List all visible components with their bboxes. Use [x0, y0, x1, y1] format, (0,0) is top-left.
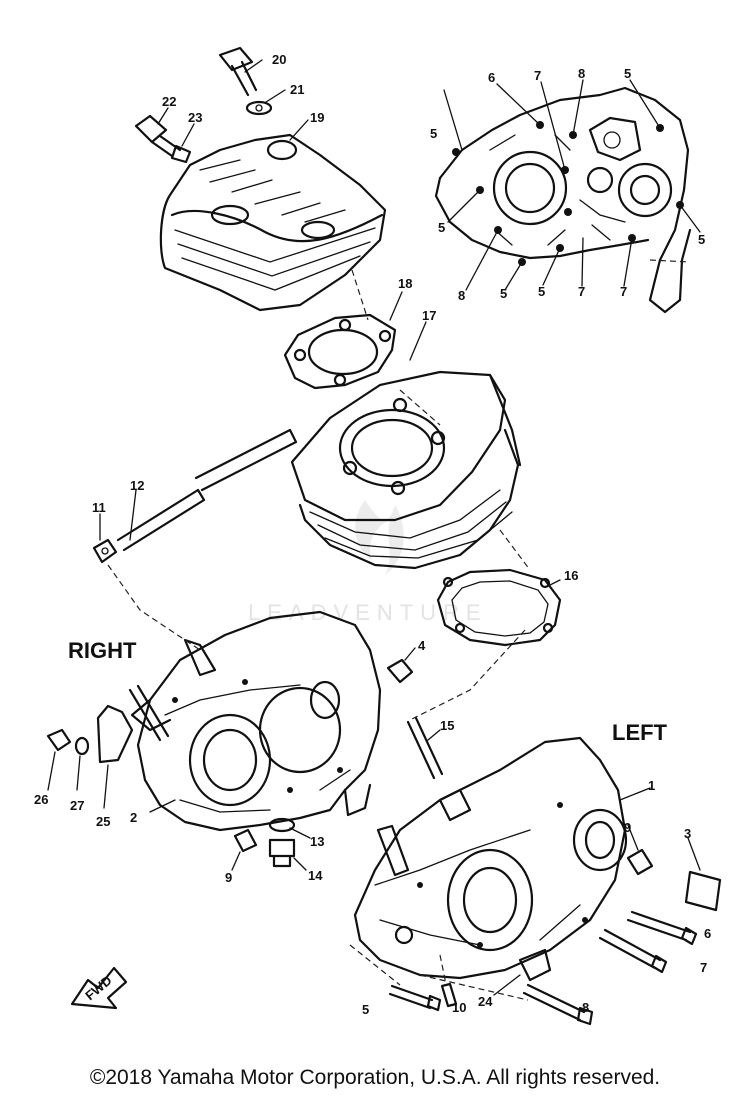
callout-14: 14	[308, 868, 323, 883]
callout-5-inner-a: 5	[430, 126, 437, 141]
callout-5-inner-f: 5	[538, 284, 545, 299]
callout-7-inner-a: 7	[534, 68, 541, 83]
callout-16: 16	[564, 568, 578, 583]
right-crankcase	[128, 610, 382, 832]
callout-27: 27	[70, 798, 84, 813]
callout-6-inner: 6	[488, 70, 495, 85]
left-side-small-parts	[388, 848, 722, 1026]
callout-7-inner-c: 7	[620, 284, 627, 299]
callout-20: 20	[272, 52, 286, 67]
crankcase-bore	[492, 150, 568, 226]
right-side-label: RIGHT	[68, 638, 137, 663]
bolt-8	[522, 983, 594, 1026]
callout-6-left: 6	[704, 926, 711, 941]
drain-plug-14	[268, 838, 296, 868]
callout-19: 19	[310, 110, 324, 125]
cover-3	[684, 870, 722, 912]
callout-7-left: 7	[700, 960, 707, 975]
stud-15	[406, 716, 444, 780]
callout-7-inner-b: 7	[578, 284, 585, 299]
head-bolt	[218, 46, 273, 116]
callout-2: 2	[130, 810, 137, 825]
front-arrow-icon: FWD	[70, 966, 128, 1010]
copyright-notice: ©2018 Yamaha Motor Corporation, U.S.A. A…	[89, 1066, 661, 1089]
leader-lines	[47, 59, 701, 996]
bolt-7	[598, 928, 668, 974]
washer	[245, 100, 273, 116]
callout-5-inner-e: 5	[500, 286, 507, 301]
left-crankcase	[353, 736, 628, 982]
callout-23: 23	[188, 110, 202, 125]
callout-12: 12	[130, 478, 144, 493]
watermark-text: LEADVENTURE	[248, 600, 488, 625]
dowel-4	[386, 658, 414, 684]
callout-11: 11	[92, 500, 106, 515]
bracket-25	[96, 704, 134, 764]
bolt-6	[626, 910, 698, 946]
callout-5-inner-b: 5	[624, 66, 631, 81]
callout-25: 25	[96, 814, 110, 829]
washer-27	[74, 736, 90, 756]
callout-8-inner-b: 8	[458, 288, 465, 303]
dowel-rod	[92, 428, 298, 564]
bushing	[92, 538, 118, 564]
callout-26: 26	[34, 792, 48, 807]
callout-4: 4	[418, 638, 426, 653]
callout-1: 1	[648, 778, 655, 793]
base-gasket	[436, 568, 562, 647]
callout-17: 17	[422, 308, 436, 323]
callout-8-left: 8	[582, 1000, 589, 1015]
callout-15: 15	[440, 718, 454, 733]
cylinder	[290, 370, 522, 570]
cylinder-head	[159, 133, 387, 312]
callout-9-left: 9	[624, 820, 631, 835]
callout-21: 21	[290, 82, 304, 97]
callout-3: 3	[684, 826, 691, 841]
callout-18: 18	[398, 276, 412, 291]
washer-13	[268, 817, 296, 833]
head-gasket	[283, 313, 397, 390]
callout-8-inner-a: 8	[578, 66, 585, 81]
left-side-label: LEFT	[612, 720, 668, 745]
dowel-9	[233, 828, 258, 853]
spark-plug	[134, 114, 192, 164]
callout-22: 22	[162, 94, 176, 109]
callout-5-left: 5	[362, 1002, 369, 1017]
callout-24: 24	[478, 994, 493, 1009]
callout-5-inner-d: 5	[698, 232, 705, 247]
assembly-lines	[107, 259, 691, 1001]
callout-5-inner-c: 5	[438, 220, 445, 235]
exploded-parts-diagram: LEADVENTURE	[34, 46, 722, 1026]
dowel-9-left	[626, 848, 654, 876]
bolt-5	[388, 984, 442, 1012]
callout-numbers: 20 21 19 22 23 18 17 16 4 15 12 11 1 3 2…	[34, 52, 711, 1017]
crankcase-inner-view	[434, 86, 692, 314]
callout-9-right: 9	[225, 870, 232, 885]
right-side-small-parts	[46, 658, 414, 868]
callout-13: 13	[310, 834, 324, 849]
callout-10: 10	[452, 1000, 466, 1015]
pin-10	[440, 982, 458, 1008]
bolt-26	[46, 728, 72, 752]
